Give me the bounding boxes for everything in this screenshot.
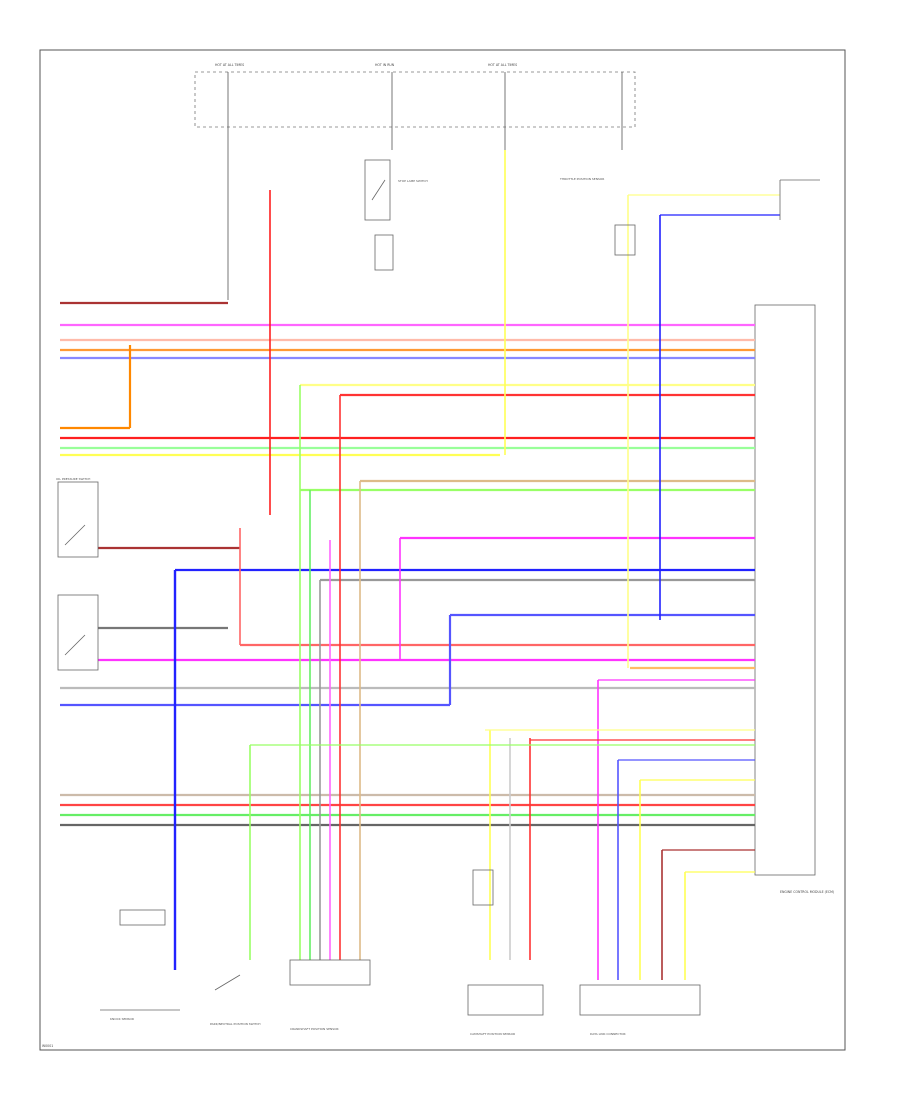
fuse-box-outline — [194, 71, 636, 128]
vertical-wires — [173, 150, 686, 980]
fuse-label-1: HOT AT ALL TIMES — [215, 63, 244, 67]
knock-sensor-label: KNOCK SENSOR — [110, 1017, 134, 1021]
oil-pressure-switch-label: OIL PRESSURE SWITCH — [56, 477, 90, 481]
throttle-sensor-label: THROTTLE POSITION SENSOR — [559, 177, 604, 181]
ecm-outline — [754, 304, 816, 876]
data-link-label: DATA LINK CONNECTOR — [590, 1032, 626, 1036]
ecm-feed-lines — [250, 194, 780, 873]
crank-sensor-label: CRANKSHAFT POSITION SENSOR — [290, 1027, 339, 1031]
left-switch-components — [57, 159, 820, 671]
fuse-label-3: HOT AT ALL TIMES — [488, 63, 517, 67]
fuse-label-2: HOT IN RUN — [375, 63, 395, 67]
page-code: W0001 — [42, 1044, 53, 1048]
park-neutral-label: PARK/NEUTRAL POSITION SWITCH — [210, 1022, 261, 1026]
fuse-leads — [227, 72, 623, 300]
diagram-border — [39, 49, 846, 1051]
ecm-label: ENGINE CONTROL MODULE (ECM) — [780, 890, 834, 894]
bottom-connectors — [100, 869, 701, 1016]
stop-lamp-switch-label: STOP LAMP SWITCH — [398, 179, 428, 183]
cam-sensor-label: CAMSHAFT POSITION SENSOR — [470, 1032, 515, 1036]
horizontal-wires — [60, 301, 755, 827]
